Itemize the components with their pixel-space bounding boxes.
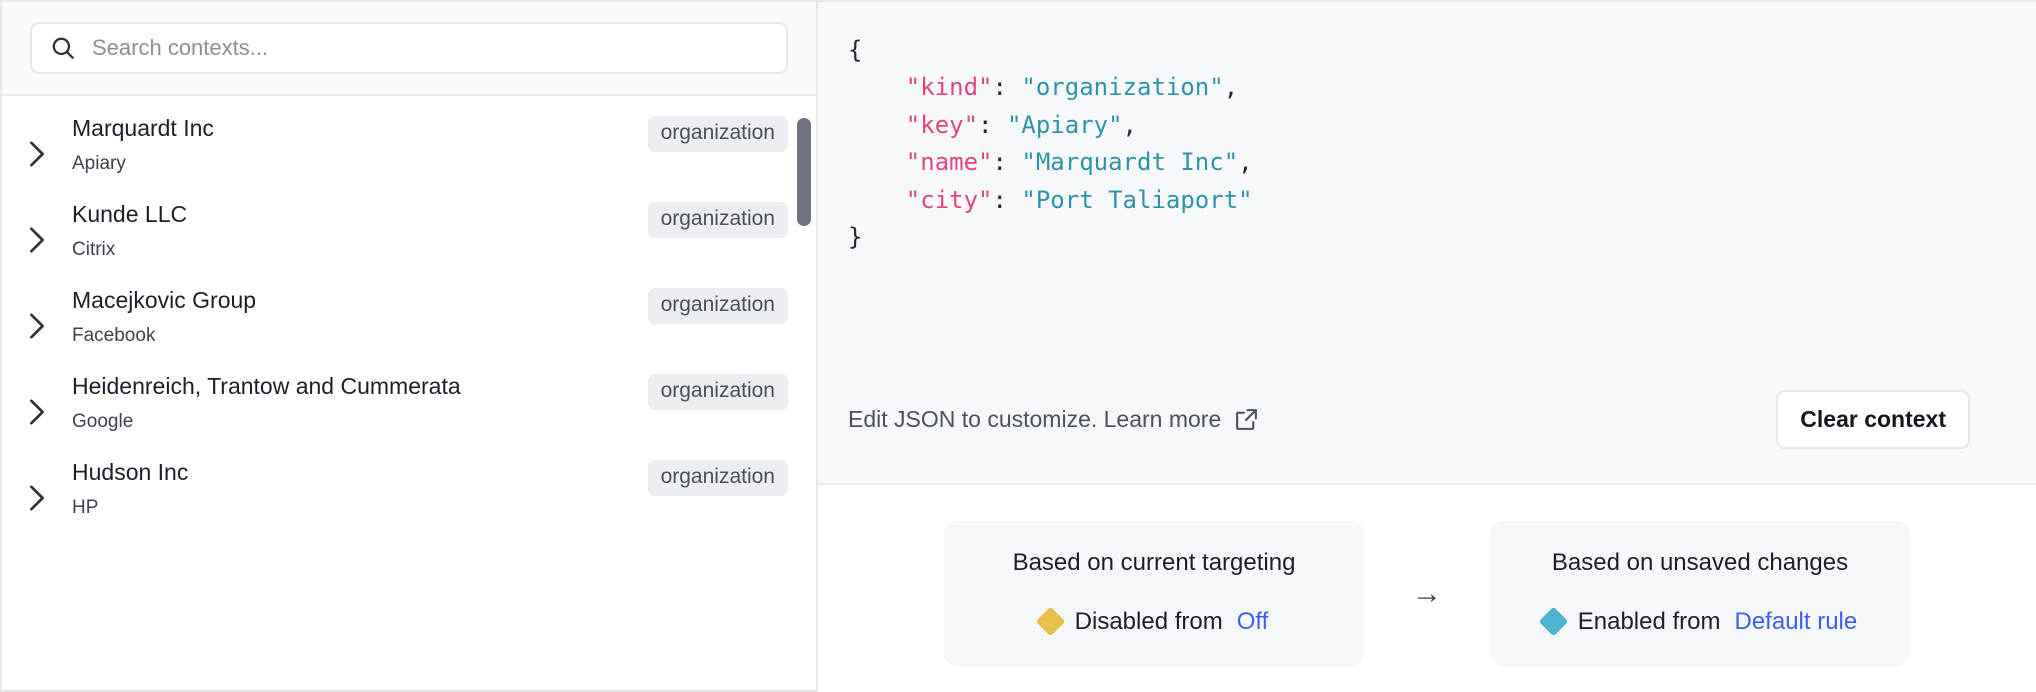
card-title: Based on unsaved changes [1551, 549, 1849, 577]
context-name: Kunde LLC [72, 201, 188, 227]
json-key: "city" [905, 185, 993, 214]
chevron-right-icon[interactable] [2, 286, 72, 340]
context-name: Heidenreich, Trantow and Cummerata [72, 373, 461, 399]
json-value: "Marquardt Inc" [1021, 148, 1239, 177]
json-code[interactable]: { "kind": "organization", "key": "Apiary… [848, 32, 2000, 390]
context-name: Marquardt Inc [72, 115, 214, 141]
evaluation-comparison: Based on current targeting Disabled from… [818, 483, 2036, 692]
json-value: "Apiary" [1006, 110, 1123, 139]
context-subtitle: Citrix [72, 238, 116, 260]
status-badge: organization [647, 116, 788, 152]
chevron-right-icon[interactable] [2, 200, 72, 254]
context-name: Hudson Inc [72, 459, 189, 485]
json-value: "organization" [1021, 73, 1224, 102]
edit-json-hint[interactable]: Edit JSON to customize. Learn more [848, 406, 1259, 433]
context-subtitle: Apiary [72, 152, 126, 174]
search-icon [50, 35, 76, 61]
search-box[interactable] [30, 22, 788, 74]
scrollbar-thumb[interactable] [797, 118, 811, 226]
edit-json-hint-label: Edit JSON to customize. Learn more [848, 406, 1222, 432]
list-item[interactable]: Macejkovic Group Facebook organization [2, 268, 816, 354]
current-targeting-card: Based on current targeting Disabled from… [944, 521, 1364, 666]
json-separator: : [992, 185, 1022, 214]
json-value: "Port Taliaport" [1021, 185, 1253, 214]
context-detail-panel: { "kind": "organization", "key": "Apiary… [818, 0, 2036, 692]
json-comma: , [1122, 110, 1137, 139]
list-item[interactable]: Kunde LLC Citrix organization [2, 182, 816, 268]
context-name: Macejkovic Group [72, 287, 257, 313]
status-badge: organization [647, 460, 788, 496]
list-item[interactable]: Marquardt Inc Apiary organization [2, 96, 816, 182]
json-comma: , [1238, 148, 1253, 177]
json-separator: : [978, 110, 1007, 139]
json-key: "key" [905, 110, 979, 139]
status-link[interactable]: Default rule [1734, 607, 1858, 635]
card-status: Enabled from Default rule [1510, 607, 1890, 637]
list-item[interactable]: Hudson Inc HP organization [2, 440, 816, 526]
variation-diamond-icon [1035, 607, 1066, 637]
json-close-brace: } [848, 223, 863, 252]
chevron-right-icon[interactable] [2, 458, 72, 512]
contexts-panel: Marquardt Inc Apiary organization Kunde … [0, 0, 818, 692]
context-subtitle: Facebook [72, 324, 156, 346]
arrow-right-icon: → [1412, 576, 1442, 610]
json-separator: : [992, 73, 1022, 102]
contexts-list[interactable]: Marquardt Inc Apiary organization Kunde … [2, 96, 816, 692]
json-comma: , [1223, 73, 1239, 102]
status-label: Disabled from [1074, 607, 1223, 635]
json-key: "kind" [905, 73, 993, 102]
variation-diamond-icon [1538, 607, 1569, 637]
search-input[interactable] [92, 35, 768, 61]
card-status: Disabled from Off [964, 607, 1344, 637]
context-subtitle: HP [72, 496, 99, 518]
context-subtitle: Google [72, 410, 134, 432]
json-footer: Edit JSON to customize. Learn more Clear… [848, 390, 2000, 483]
status-badge: organization [647, 202, 788, 238]
json-key: "name" [905, 148, 993, 177]
list-item[interactable]: Heidenreich, Trantow and Cummerata Googl… [2, 354, 816, 440]
card-title: Based on current targeting [1012, 549, 1296, 577]
status-link[interactable]: Off [1236, 607, 1269, 635]
json-editor[interactable]: { "kind": "organization", "key": "Apiary… [818, 2, 2036, 483]
external-link-icon[interactable] [1234, 407, 1259, 432]
unsaved-changes-card: Based on unsaved changes Enabled from De… [1490, 521, 1910, 666]
status-label: Enabled from [1577, 607, 1721, 635]
json-open-brace: { [848, 36, 863, 64]
clear-context-button[interactable]: Clear context [1776, 390, 1970, 449]
status-badge: organization [647, 374, 788, 410]
list-scrollbar[interactable] [797, 96, 811, 690]
chevron-right-icon[interactable] [2, 114, 72, 168]
chevron-right-icon[interactable] [2, 372, 72, 426]
status-badge: organization [647, 288, 788, 324]
json-separator: : [992, 148, 1022, 177]
search-header [2, 0, 816, 96]
